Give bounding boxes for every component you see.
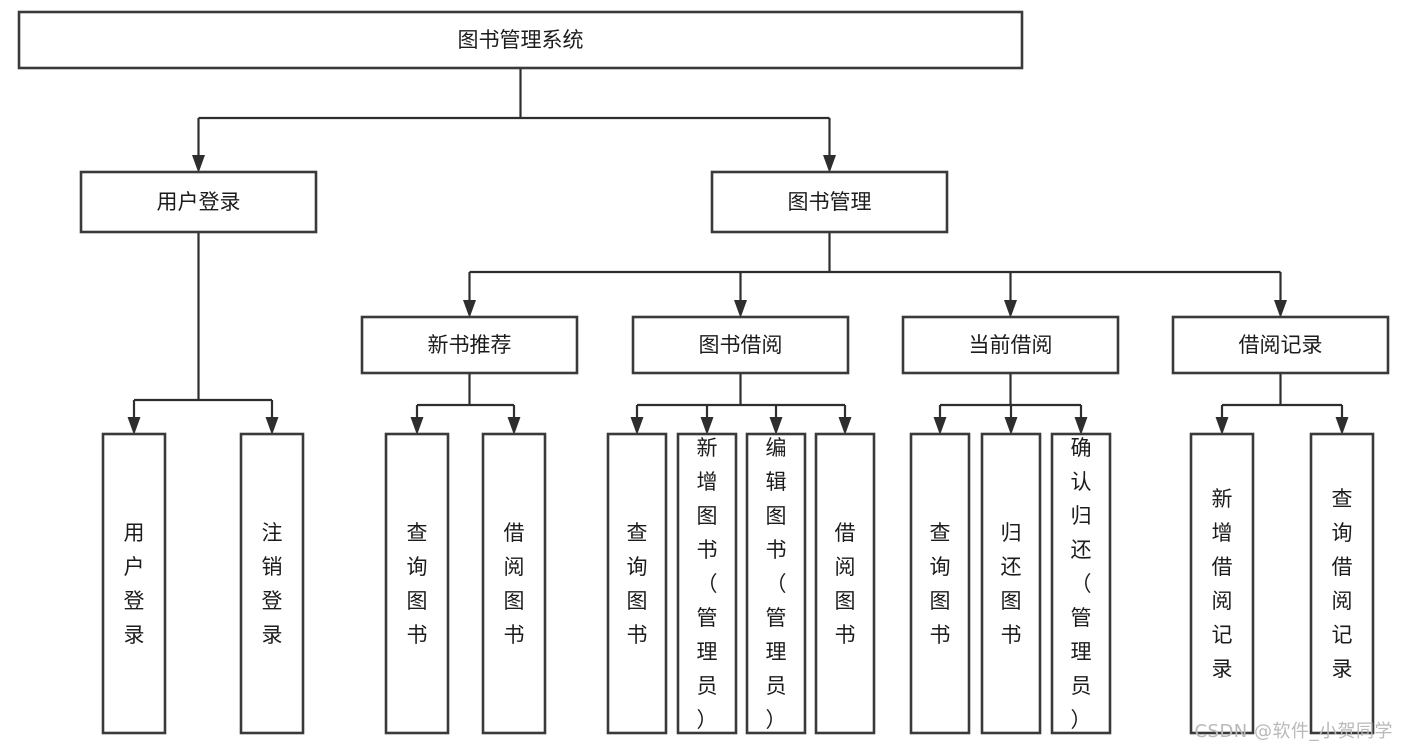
node-box-book-borrow[interactable] — [631, 315, 850, 375]
connector-group-root — [192, 68, 836, 173]
node-leaf-add-record[interactable]: 新增借阅记录 — [1189, 432, 1255, 735]
connector-layer — [127, 68, 1349, 435]
node-box-leaf-logout[interactable] — [239, 432, 305, 735]
node-leaf-logout[interactable]: 注销登录 — [239, 432, 305, 735]
watermark-label: CSDN @软件_小贺同学 — [1194, 721, 1393, 742]
node-leaf-return-book[interactable]: 归还图书 — [980, 432, 1042, 735]
node-box-leaf-add-record[interactable] — [1189, 432, 1255, 735]
node-label-leaf-return-book: 归还图书 — [1001, 521, 1022, 647]
node-box-leaf-return-book[interactable] — [980, 432, 1042, 735]
node-box-book-manage[interactable] — [710, 170, 949, 234]
node-label-leaf-query-book-2: 查询图书 — [627, 521, 648, 647]
node-box-leaf-query-record[interactable] — [1309, 432, 1375, 735]
node-label-leaf-edit-book: 编辑图书（管理员） — [766, 436, 787, 732]
node-box-leaf-borrow-book-1[interactable] — [481, 432, 547, 735]
node-box-leaf-query-book-3[interactable] — [909, 432, 971, 735]
node-box-leaf-user-login[interactable] — [101, 432, 167, 735]
node-leaf-query-book-2[interactable]: 查询图书 — [606, 432, 668, 735]
node-root[interactable]: 图书管理系统 — [17, 10, 1024, 70]
node-label-leaf-borrow-book-2: 借阅图书 — [835, 521, 856, 647]
node-label-leaf-logout: 注销登录 — [262, 521, 283, 647]
node-label-user-login: 用户登录 — [157, 190, 241, 214]
node-box-root[interactable] — [17, 10, 1024, 70]
node-box-leaf-confirm-return[interactable] — [1050, 432, 1112, 735]
node-current-borrow[interactable]: 当前借阅 — [901, 315, 1120, 375]
connector-group-borrow-record — [1215, 373, 1349, 435]
node-label-book-borrow: 图书借阅 — [699, 333, 783, 357]
node-box-leaf-borrow-book-2[interactable] — [814, 432, 876, 735]
node-box-leaf-query-book-2[interactable] — [606, 432, 668, 735]
node-label-new-book-rec: 新书推荐 — [428, 333, 512, 357]
node-leaf-query-record[interactable]: 查询借阅记录 — [1309, 432, 1375, 735]
connector-group-new-book-rec — [410, 373, 521, 435]
node-box-current-borrow[interactable] — [901, 315, 1120, 375]
connector-group-book-manage — [463, 232, 1287, 318]
node-leaf-query-book-3[interactable]: 查询图书 — [909, 432, 971, 735]
node-leaf-query-book-1[interactable]: 查询图书 — [384, 432, 450, 735]
node-book-manage[interactable]: 图书管理 — [710, 170, 949, 234]
node-new-book-rec[interactable]: 新书推荐 — [360, 315, 579, 375]
node-leaf-confirm-return[interactable]: 确认归还（管理员） — [1050, 432, 1112, 735]
node-label-root: 图书管理系统 — [458, 28, 584, 52]
node-borrow-record[interactable]: 借阅记录 — [1171, 315, 1390, 375]
node-box-leaf-add-book[interactable] — [676, 432, 738, 735]
connector-group-book-borrow — [630, 373, 852, 435]
node-leaf-edit-book[interactable]: 编辑图书（管理员） — [745, 432, 807, 735]
node-layer: 图书管理系统用户登录图书管理新书推荐图书借阅当前借阅借阅记录用户登录注销登录查询… — [17, 10, 1390, 735]
node-label-current-borrow: 当前借阅 — [969, 333, 1053, 357]
node-user-login[interactable]: 用户登录 — [79, 170, 318, 234]
node-leaf-add-book[interactable]: 新增图书（管理员） — [676, 432, 738, 735]
connector-group-current-borrow — [933, 373, 1088, 435]
node-box-new-book-rec[interactable] — [360, 315, 579, 375]
node-label-leaf-query-record: 查询借阅记录 — [1332, 487, 1353, 681]
connector-group-user-login — [127, 232, 279, 435]
node-label-leaf-add-book: 新增图书（管理员） — [697, 436, 718, 732]
node-label-leaf-confirm-return: 确认归还（管理员） — [1071, 436, 1092, 732]
node-label-leaf-query-book-1: 查询图书 — [407, 521, 428, 647]
node-label-leaf-user-login: 用户登录 — [124, 521, 145, 647]
node-leaf-user-login[interactable]: 用户登录 — [101, 432, 167, 735]
node-label-leaf-query-book-3: 查询图书 — [930, 521, 951, 647]
node-label-borrow-record: 借阅记录 — [1239, 333, 1323, 357]
node-label-leaf-borrow-book-1: 借阅图书 — [504, 521, 525, 647]
node-leaf-borrow-book-1[interactable]: 借阅图书 — [481, 432, 547, 735]
node-label-leaf-add-record: 新增借阅记录 — [1212, 487, 1233, 681]
node-book-borrow[interactable]: 图书借阅 — [631, 315, 850, 375]
node-box-leaf-edit-book[interactable] — [745, 432, 807, 735]
node-box-borrow-record[interactable] — [1171, 315, 1390, 375]
node-label-book-manage: 图书管理 — [788, 190, 872, 214]
node-leaf-borrow-book-2[interactable]: 借阅图书 — [814, 432, 876, 735]
node-box-user-login[interactable] — [79, 170, 318, 234]
node-box-leaf-query-book-1[interactable] — [384, 432, 450, 735]
